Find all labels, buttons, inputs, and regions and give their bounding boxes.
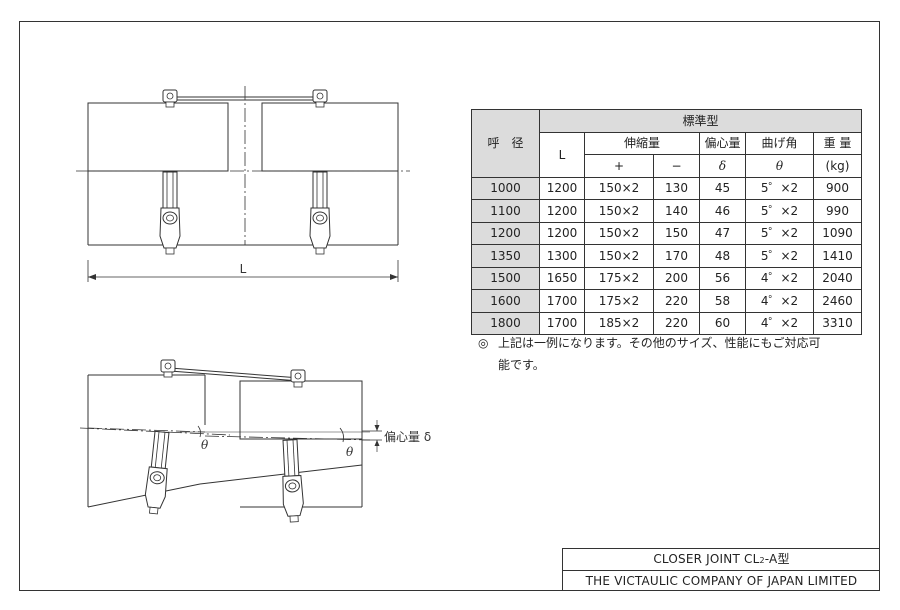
note: ◎ 上記は一例になります。その他のサイズ、性能にもご対応可 能です。 xyxy=(478,332,868,376)
cell-ecc: 45 xyxy=(699,176,746,200)
cell-plus: 150×2 xyxy=(584,221,654,245)
cell-L: 1700 xyxy=(539,311,585,335)
cell-angle: 5゜×2 xyxy=(745,199,814,223)
title-block: CLOSER JOINT CL2-A型 THE VICTAULIC COMPAN… xyxy=(562,548,880,591)
cell-L: 1700 xyxy=(539,289,585,313)
cell-ecc: 58 xyxy=(699,289,746,313)
cell-minus: 150 xyxy=(653,221,700,245)
header-expansion: 伸縮量 xyxy=(584,131,700,155)
cell-ecc: 56 xyxy=(699,266,746,290)
header-theta: θ xyxy=(745,154,814,178)
deflected-joint-view: θ θ 偏心量 δ xyxy=(79,359,431,523)
cell-nominal: 1500 xyxy=(471,266,540,290)
cell-angle: 5゜×2 xyxy=(745,221,814,245)
cell-nominal: 1000 xyxy=(471,176,540,200)
cell-L: 1300 xyxy=(539,244,585,268)
cell-plus: 150×2 xyxy=(584,199,654,223)
cell-minus: 170 xyxy=(653,244,700,268)
cell-nominal: 1350 xyxy=(471,244,540,268)
theta-label-right: θ xyxy=(346,445,354,459)
cell-nominal: 1800 xyxy=(471,311,540,335)
straight-joint-view: L xyxy=(76,86,410,282)
header-nominal: 呼 径 xyxy=(471,109,540,178)
cell-angle: 4゜×2 xyxy=(745,289,814,313)
drawing-frame xyxy=(19,21,880,591)
cell-weight: 1410 xyxy=(813,244,862,268)
dimension-L-label: L xyxy=(240,262,247,276)
cell-minus: 140 xyxy=(653,199,700,223)
cell-plus: 175×2 xyxy=(584,289,654,313)
cell-L: 1650 xyxy=(539,266,585,290)
header-plus: + xyxy=(584,154,654,178)
cell-ecc: 47 xyxy=(699,221,746,245)
cell-weight: 990 xyxy=(813,199,862,223)
cell-L: 1200 xyxy=(539,199,585,223)
cell-nominal: 1100 xyxy=(471,199,540,223)
header-L: L xyxy=(539,131,585,178)
cell-ecc: 60 xyxy=(699,311,746,335)
product-name-sub: 2 xyxy=(759,556,765,565)
cell-angle: 5゜×2 xyxy=(745,176,814,200)
cell-minus: 130 xyxy=(653,176,700,200)
cell-weight: 1090 xyxy=(813,221,862,245)
cell-weight: 2460 xyxy=(813,289,862,313)
cell-L: 1200 xyxy=(539,176,585,200)
header-eccentricity: 偏心量 xyxy=(699,131,746,155)
note-mark: ◎ xyxy=(478,336,489,350)
cell-plus: 150×2 xyxy=(584,244,654,268)
note-line1: 上記は一例になります。その他のサイズ、性能にもご対応可 xyxy=(498,336,821,350)
cell-weight: 900 xyxy=(813,176,862,200)
note-line2: 能です。 xyxy=(498,358,545,372)
cell-angle: 4゜×2 xyxy=(745,266,814,290)
header-bend-angle: 曲げ角 xyxy=(745,131,814,155)
cell-nominal: 1200 xyxy=(471,221,540,245)
cell-plus: 185×2 xyxy=(584,311,654,335)
theta-label-left: θ xyxy=(201,438,209,452)
cell-L: 1200 xyxy=(539,221,585,245)
cell-minus: 220 xyxy=(653,289,700,313)
product-name: CLOSER JOINT CL2-A型 xyxy=(563,549,880,570)
cell-ecc: 48 xyxy=(699,244,746,268)
cell-weight: 2040 xyxy=(813,266,862,290)
header-standard-type: 標準型 xyxy=(539,109,862,133)
eccentricity-label: 偏心量 δ xyxy=(384,429,431,444)
header-minus: − xyxy=(653,154,700,178)
product-name-prefix: CLOSER JOINT CL xyxy=(653,552,760,566)
product-name-suffix: -A型 xyxy=(764,552,790,566)
cell-minus: 200 xyxy=(653,266,700,290)
header-delta: δ xyxy=(699,154,746,178)
cell-plus: 175×2 xyxy=(584,266,654,290)
cell-weight: 3310 xyxy=(813,311,862,335)
header-weight-unit: (kg) xyxy=(813,154,862,178)
cell-plus: 150×2 xyxy=(584,176,654,200)
header-weight: 重 量 xyxy=(813,131,862,155)
company-name: THE VICTAULIC COMPANY OF JAPAN LIMITED xyxy=(563,570,880,592)
cell-angle: 4゜×2 xyxy=(745,311,814,335)
cell-angle: 5゜×2 xyxy=(745,244,814,268)
cell-ecc: 46 xyxy=(699,199,746,223)
spec-table: 呼 径 標準型 L 伸縮量 偏心量 曲げ角 重 量 + − δ θ (kg) 1… xyxy=(471,109,862,335)
cell-nominal: 1600 xyxy=(471,289,540,313)
